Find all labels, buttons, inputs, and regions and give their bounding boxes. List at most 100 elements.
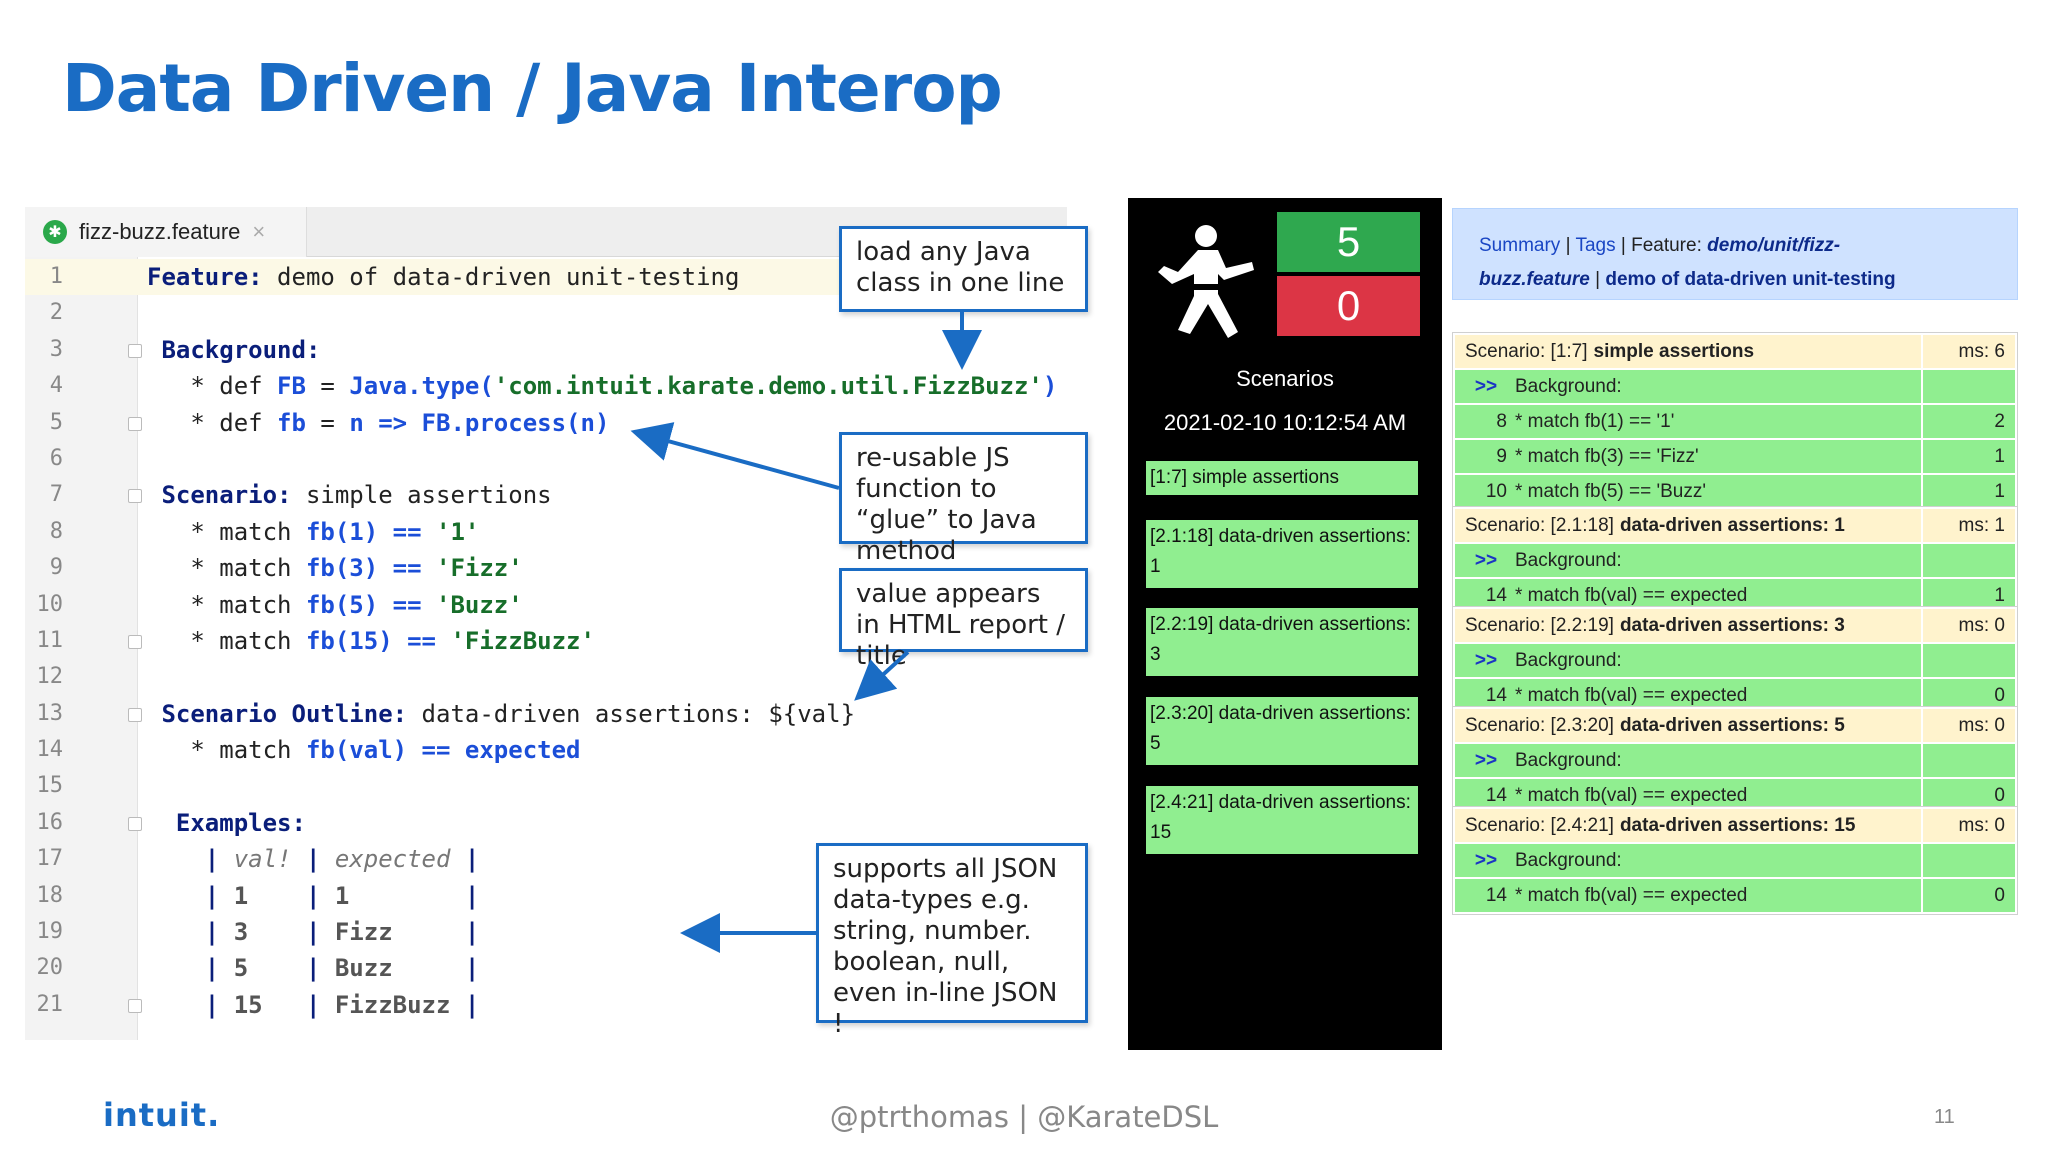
code-token: |: [204, 990, 234, 1019]
code-token: FizzBuzz: [334, 990, 451, 1019]
failed-count: 0: [1277, 276, 1420, 336]
code-token: Examples:: [175, 808, 306, 837]
step-text: * match fb(5) == 'Buzz': [1515, 481, 1707, 502]
step-text-cell: 8* match fb(1) == '1': [1455, 405, 1921, 438]
code-line: 12: [25, 659, 1067, 695]
fold-marker-icon[interactable]: [128, 998, 142, 1013]
step-text-cell: >>Background:: [1455, 844, 1921, 877]
feature-path-2: buzz.feature: [1479, 269, 1590, 290]
code-line: 2: [25, 295, 1067, 331]
code-line: 6: [25, 441, 1067, 477]
background-marker[interactable]: >>: [1474, 550, 1498, 571]
code-token: Java.type(: [349, 372, 494, 401]
step-row: 10* match fb(5) == 'Buzz'1: [1455, 475, 2015, 508]
nav-scenario-4[interactable]: [2.3:20] data-driven assertions: 5: [1146, 697, 1418, 765]
line-number: 7: [49, 482, 63, 508]
code-token: Scenario:: [161, 481, 292, 510]
code-line: 8 * match fb(1) == '1': [25, 514, 1067, 550]
scenario-header-row: Scenario: [2.3:20]data-driven assertions…: [1455, 709, 2015, 742]
fold-marker-icon[interactable]: [128, 489, 142, 504]
step-text-cell: >>Background:: [1455, 370, 1921, 403]
tags-link[interactable]: Tags: [1575, 235, 1616, 256]
code-text: | 1 | 1 |: [147, 878, 480, 914]
code-line: 15: [25, 768, 1067, 804]
callout-java-class: load any Java class in one line: [839, 226, 1088, 312]
code-token: 1: [233, 881, 249, 910]
editor-tab[interactable]: ✱ fizz-buzz.feature ×: [25, 207, 307, 257]
line-number: 19: [36, 919, 64, 945]
code-line: 7 Scenario: simple assertions: [25, 477, 1067, 513]
code-text: | 5 | Buzz |: [147, 950, 480, 986]
code-token: Buzz: [334, 954, 393, 983]
scenario-duration: ms: 6: [1921, 335, 2015, 368]
report-summary-bar: Summary | Tags | Feature: demo/unit/fizz…: [1452, 208, 2018, 300]
step-value: 1: [1921, 440, 2015, 473]
scenario-duration: ms: 1: [1921, 509, 2015, 542]
scenarios-label: Scenarios: [1236, 366, 1334, 391]
code-token: |: [392, 954, 480, 983]
scenario-name: simple assertions: [1593, 341, 1755, 362]
code-text: | val! | expected |: [147, 841, 480, 877]
scenario-header: Scenario: [2.1:18]data-driven assertions…: [1455, 509, 1921, 542]
step-text: * match fb(val) == expected: [1515, 685, 1748, 706]
line-number: 12: [36, 664, 64, 690]
code-token: simple assertions: [291, 481, 552, 510]
nav-scenario-5[interactable]: [2.4:21] data-driven assertions: 15: [1146, 786, 1418, 854]
code-token: * match: [147, 590, 306, 619]
code-token: fb(1) ==: [305, 517, 422, 546]
line-number: 8: [49, 518, 63, 544]
code-line: 21 | 15 | FizzBuzz |: [25, 987, 1067, 1023]
step-text: * match fb(val) == expected: [1515, 785, 1748, 806]
fold-marker-icon[interactable]: [128, 707, 142, 722]
line-number: 6: [49, 445, 63, 471]
step-line-number: 14: [1485, 785, 1507, 806]
callout-js-function: re-usable JS function to “glue” to Java …: [839, 432, 1088, 566]
fold-marker-icon[interactable]: [128, 343, 142, 358]
step-value: [1921, 544, 2015, 577]
code-line: 13 Scenario Outline: data-driven asserti…: [25, 696, 1067, 732]
background-marker[interactable]: >>: [1474, 650, 1498, 671]
scenario-table: Scenario: [2.3:20]data-driven assertions…: [1452, 706, 2018, 815]
cucumber-icon: ✱: [43, 220, 67, 244]
code-token: expected: [334, 845, 451, 874]
nav-scenario-1[interactable]: [1:7] simple assertions: [1146, 461, 1418, 495]
step-value: 0: [1921, 879, 2015, 912]
summary-link[interactable]: Summary: [1479, 235, 1561, 256]
code-text: * match fb(3) == 'Fizz': [147, 550, 522, 586]
nav-scenario-3[interactable]: [2.2:19] data-driven assertions: 3: [1146, 608, 1418, 676]
line-number: 4: [49, 373, 63, 399]
code-line: 5 * def fb = n => FB.process(n): [25, 405, 1067, 441]
slide-handle: @ptrthomas | @KarateDSL: [829, 1100, 1219, 1134]
code-line: 14 * match fb(val) == expected: [25, 732, 1067, 768]
step-row: 9* match fb(3) == 'Fizz'1: [1455, 440, 2015, 473]
code-token: |: [248, 954, 335, 983]
nav-scenario-2[interactable]: [2.1:18] data-driven assertions: 1: [1146, 520, 1418, 588]
current-line-highlight: [25, 259, 865, 295]
fold-marker-icon[interactable]: [128, 816, 142, 831]
line-number: 9: [49, 555, 63, 581]
background-marker[interactable]: >>: [1474, 850, 1498, 871]
code-line: 9 * match fb(3) == 'Fizz': [25, 550, 1067, 586]
karate-icon: [1158, 225, 1254, 338]
scenario-name: data-driven assertions: 1: [1619, 515, 1845, 536]
fold-marker-icon[interactable]: [128, 634, 142, 649]
step-value: [1921, 844, 2015, 877]
fold-marker-icon[interactable]: [128, 416, 142, 431]
code-token: * match: [147, 736, 306, 765]
code-token: |: [392, 918, 480, 947]
code-line: 18 | 1 | 1 |: [25, 878, 1067, 914]
scenario-prefix: Scenario: [2.4:21]: [1465, 815, 1614, 836]
passed-count: 5: [1277, 212, 1420, 272]
step-value: 1: [1921, 475, 2015, 508]
step-text-cell: 10* match fb(5) == 'Buzz': [1455, 475, 1921, 508]
code-token: |: [248, 918, 335, 947]
code-token: n => FB.process(n): [349, 408, 610, 437]
background-marker[interactable]: >>: [1474, 376, 1498, 397]
close-icon[interactable]: ×: [252, 219, 266, 244]
code-token: fb(5) ==: [305, 590, 422, 619]
code-token: Feature:: [147, 263, 263, 291]
code-token: |: [349, 881, 480, 910]
background-marker[interactable]: >>: [1474, 750, 1498, 771]
line-number: 16: [36, 809, 64, 835]
